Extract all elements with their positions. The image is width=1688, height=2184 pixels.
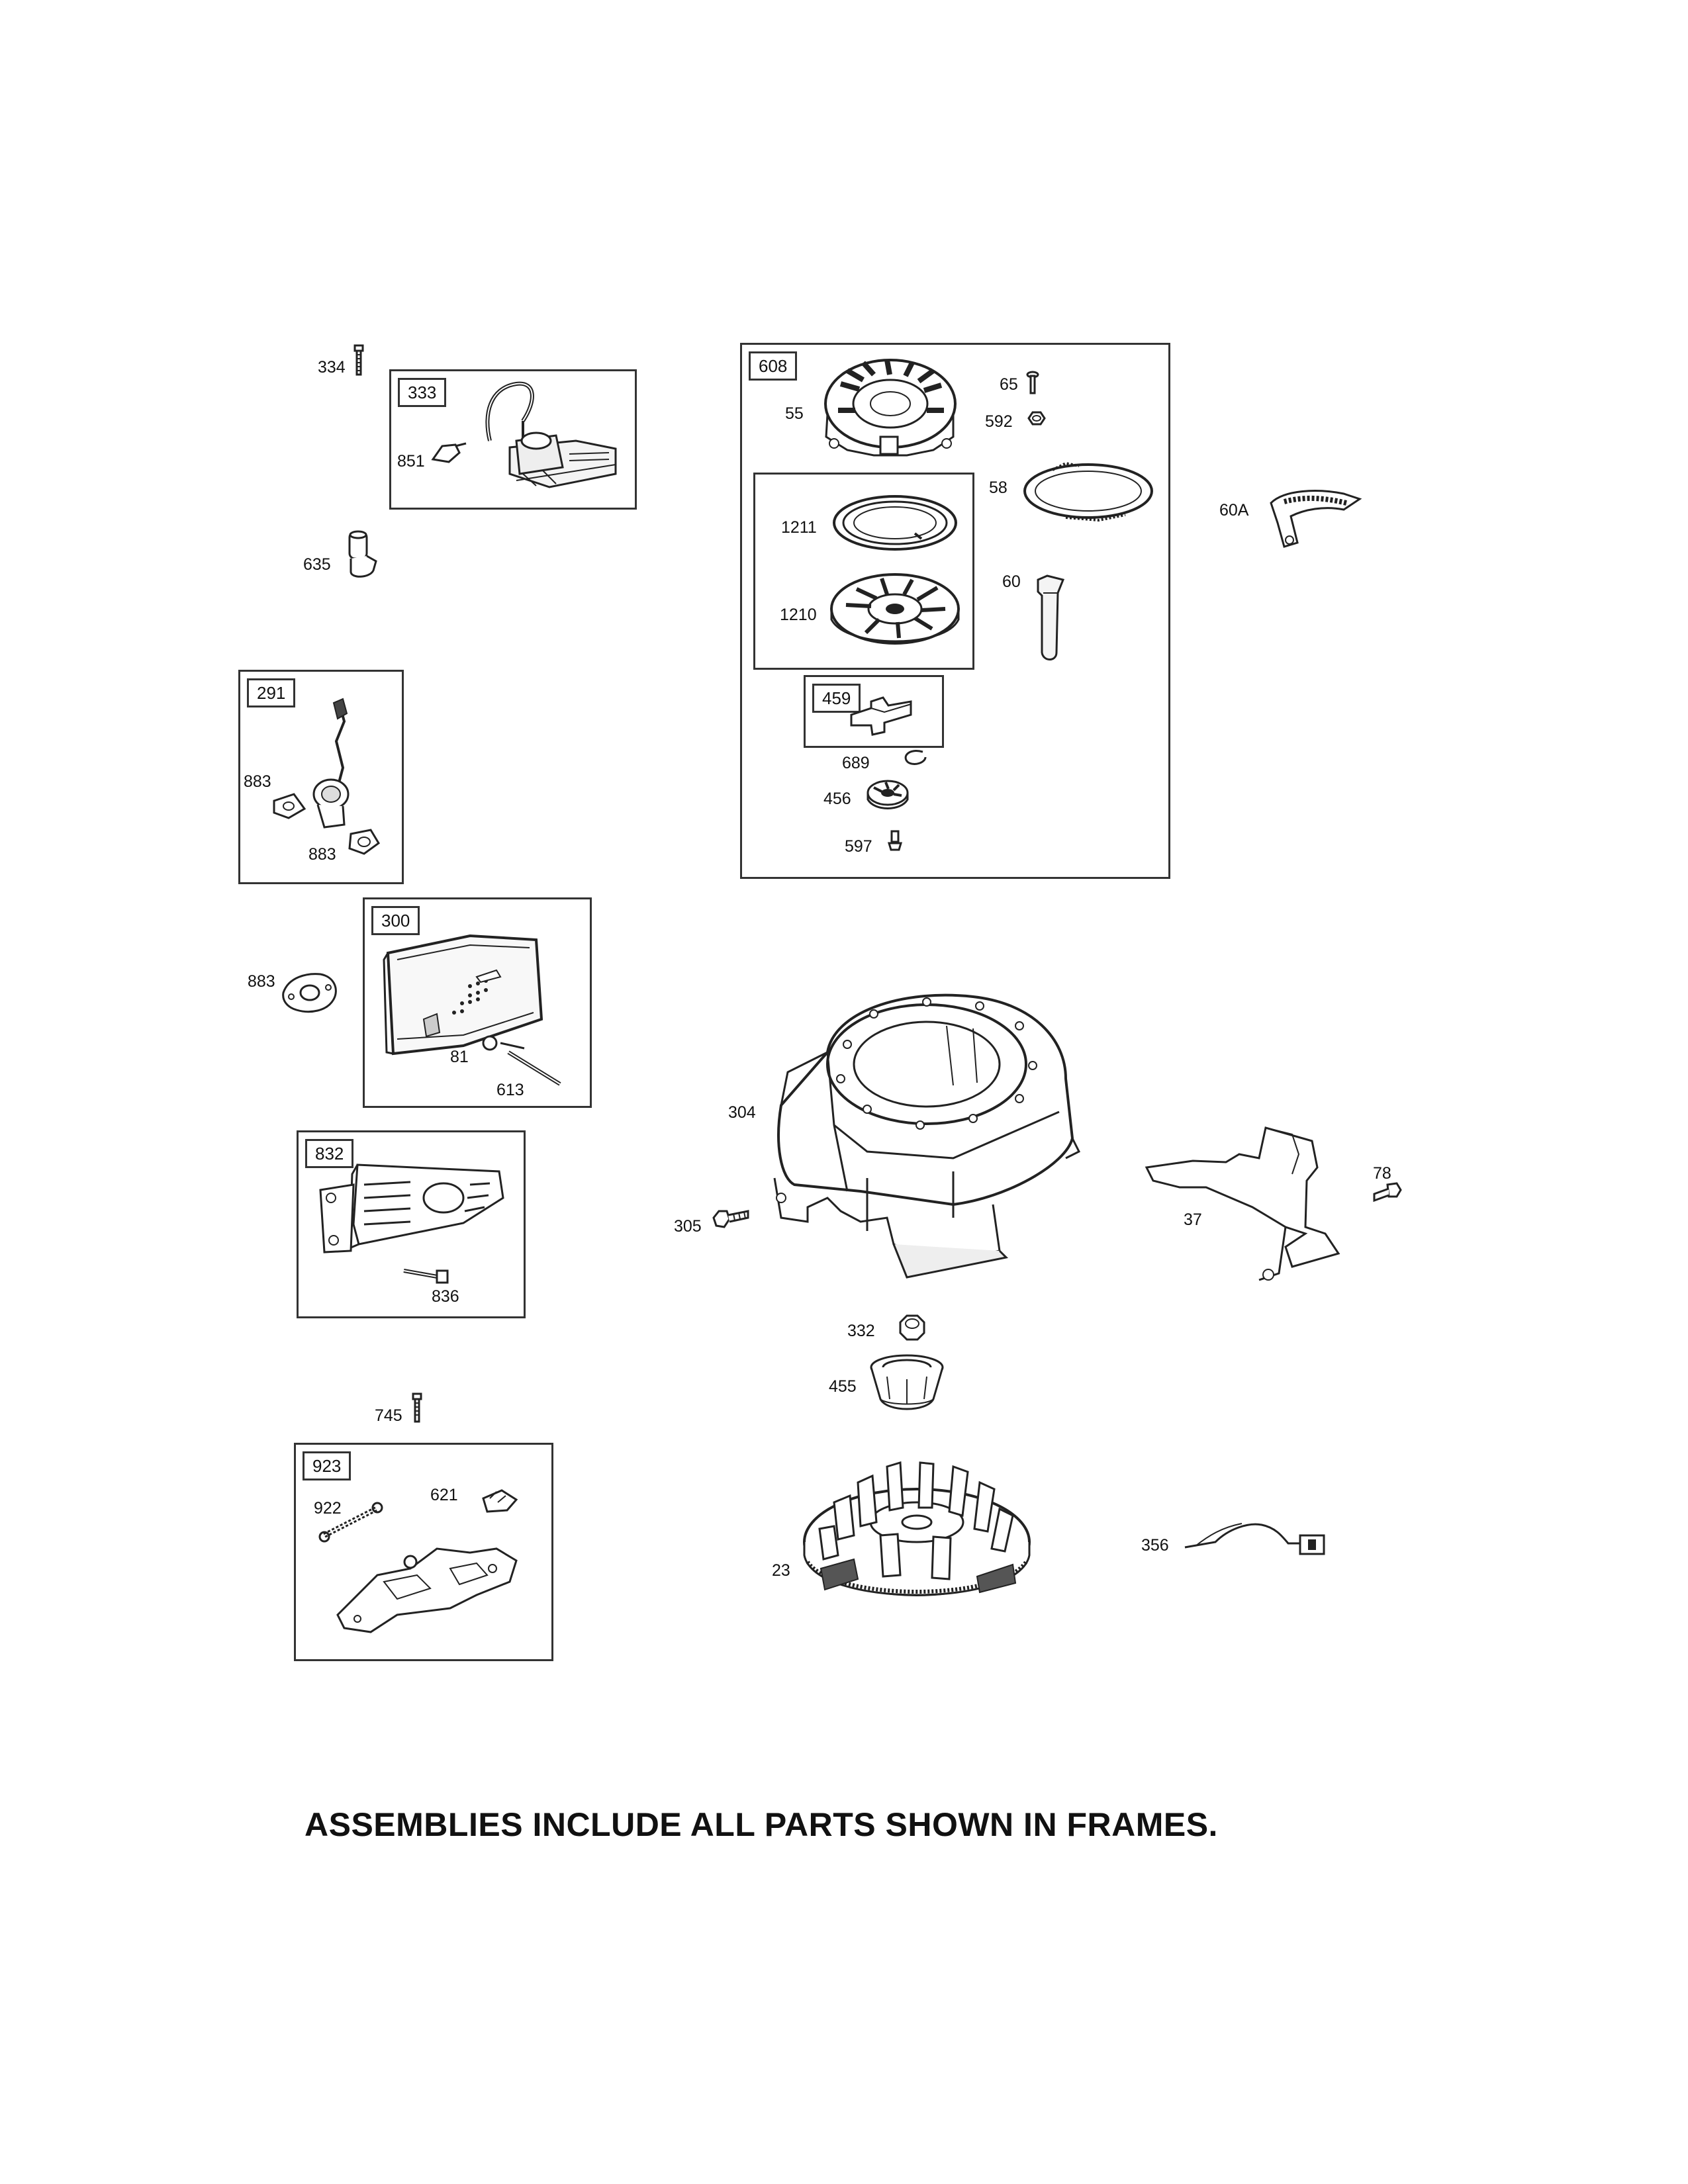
part-label-745: 745: [375, 1406, 402, 1425]
starter-handle-60-icon: [1034, 573, 1067, 666]
nut-332-icon: [898, 1313, 927, 1342]
ground-wire-356-icon: [1182, 1509, 1335, 1569]
part-label-37: 37: [1184, 1210, 1202, 1229]
brake-lever-60A-icon: [1258, 483, 1364, 556]
frame-923-tag: 923: [303, 1451, 352, 1480]
ignition-armature-icon: [457, 375, 629, 500]
frame-923: 923: [294, 1443, 553, 1661]
retainer-689-icon: [902, 748, 928, 765]
part-label-613: 613: [496, 1081, 524, 1099]
part-label-922: 922: [314, 1499, 342, 1518]
part-label-332: 332: [847, 1322, 875, 1340]
frame-608-tag: 608: [749, 351, 798, 381]
part-label-621: 621: [430, 1486, 458, 1504]
pulley-1210-icon: [826, 569, 965, 655]
part-label-60A: 60A: [1219, 501, 1249, 520]
rewind-spring-1211-icon: [829, 490, 961, 556]
muffler-guard-832-icon: [311, 1152, 516, 1304]
frame-pulley-subassembly: [753, 473, 974, 670]
screw-305-icon: [711, 1206, 751, 1232]
part-label-23: 23: [772, 1561, 790, 1580]
part-label-883: 883: [248, 972, 275, 991]
part-label-635: 635: [303, 555, 331, 574]
muffler-300-icon: [371, 913, 583, 1092]
frame-333: 333: [389, 369, 637, 510]
part-label-456: 456: [823, 790, 851, 808]
starter-rope-58-icon: [1019, 457, 1158, 529]
bolt-334-icon: [352, 344, 365, 377]
frame-300: 300: [363, 897, 592, 1108]
part-label-597: 597: [845, 837, 872, 856]
frame-832-tag: 832: [305, 1139, 354, 1168]
spark-plug-terminal-851-icon: [429, 439, 469, 466]
frame-608: 608: [740, 343, 1170, 879]
part-label-334: 334: [318, 358, 346, 377]
screw-78-icon: [1370, 1181, 1403, 1207]
part-label-65: 65: [1000, 375, 1018, 394]
part-label-81: 81: [450, 1048, 469, 1066]
screw-65-icon: [1026, 371, 1039, 394]
bolt-745-icon: [410, 1392, 424, 1426]
part-label-1210: 1210: [780, 606, 817, 624]
blower-housing-304-icon: [755, 979, 1086, 1284]
gasket-883-icon: [281, 970, 340, 1017]
part-label-78: 78: [1373, 1164, 1391, 1183]
air-guide-37-icon: [1140, 1115, 1352, 1287]
part-label-356: 356: [1141, 1536, 1169, 1555]
ratchet-456-icon: [865, 776, 911, 815]
part-label-60: 60: [1002, 572, 1021, 591]
part-label-592: 592: [985, 412, 1013, 431]
nut-592-icon: [1026, 410, 1046, 426]
starter-cup-455-icon: [867, 1353, 947, 1426]
rewind-starter-housing-55-icon: [821, 351, 960, 470]
part-label-455: 455: [829, 1377, 857, 1396]
part-label-305: 305: [674, 1217, 702, 1236]
part-label-836: 836: [432, 1287, 459, 1306]
frame-832: 832: [297, 1130, 526, 1318]
frame-291: 291: [238, 670, 404, 884]
assemblies-note: ASSEMBLIES INCLUDE ALL PARTS SHOWN IN FR…: [305, 1806, 1218, 1843]
part-label-58: 58: [989, 478, 1008, 497]
part-label-304: 304: [728, 1103, 756, 1122]
frame-300-tag: 300: [371, 906, 420, 935]
part-label-55: 55: [785, 404, 804, 423]
governor-control-923-icon: [318, 1476, 543, 1648]
primer-bulb-291-icon: [265, 695, 397, 867]
part-label-1211: 1211: [781, 518, 817, 537]
dog-cup-459-icon: [845, 686, 917, 739]
frame-459: 459: [804, 675, 944, 748]
screw-597-icon: [887, 829, 903, 852]
spark-plug-boot-635-icon: [343, 529, 383, 582]
part-label-883: 883: [244, 772, 271, 791]
part-label-883: 883: [308, 845, 336, 864]
part-label-689: 689: [842, 754, 870, 772]
flywheel-23-icon: [794, 1423, 1039, 1621]
part-label-851: 851: [397, 452, 425, 471]
frame-459-tag: 459: [812, 684, 861, 713]
frame-333-tag: 333: [398, 378, 447, 407]
frame-291-tag: 291: [247, 678, 296, 707]
